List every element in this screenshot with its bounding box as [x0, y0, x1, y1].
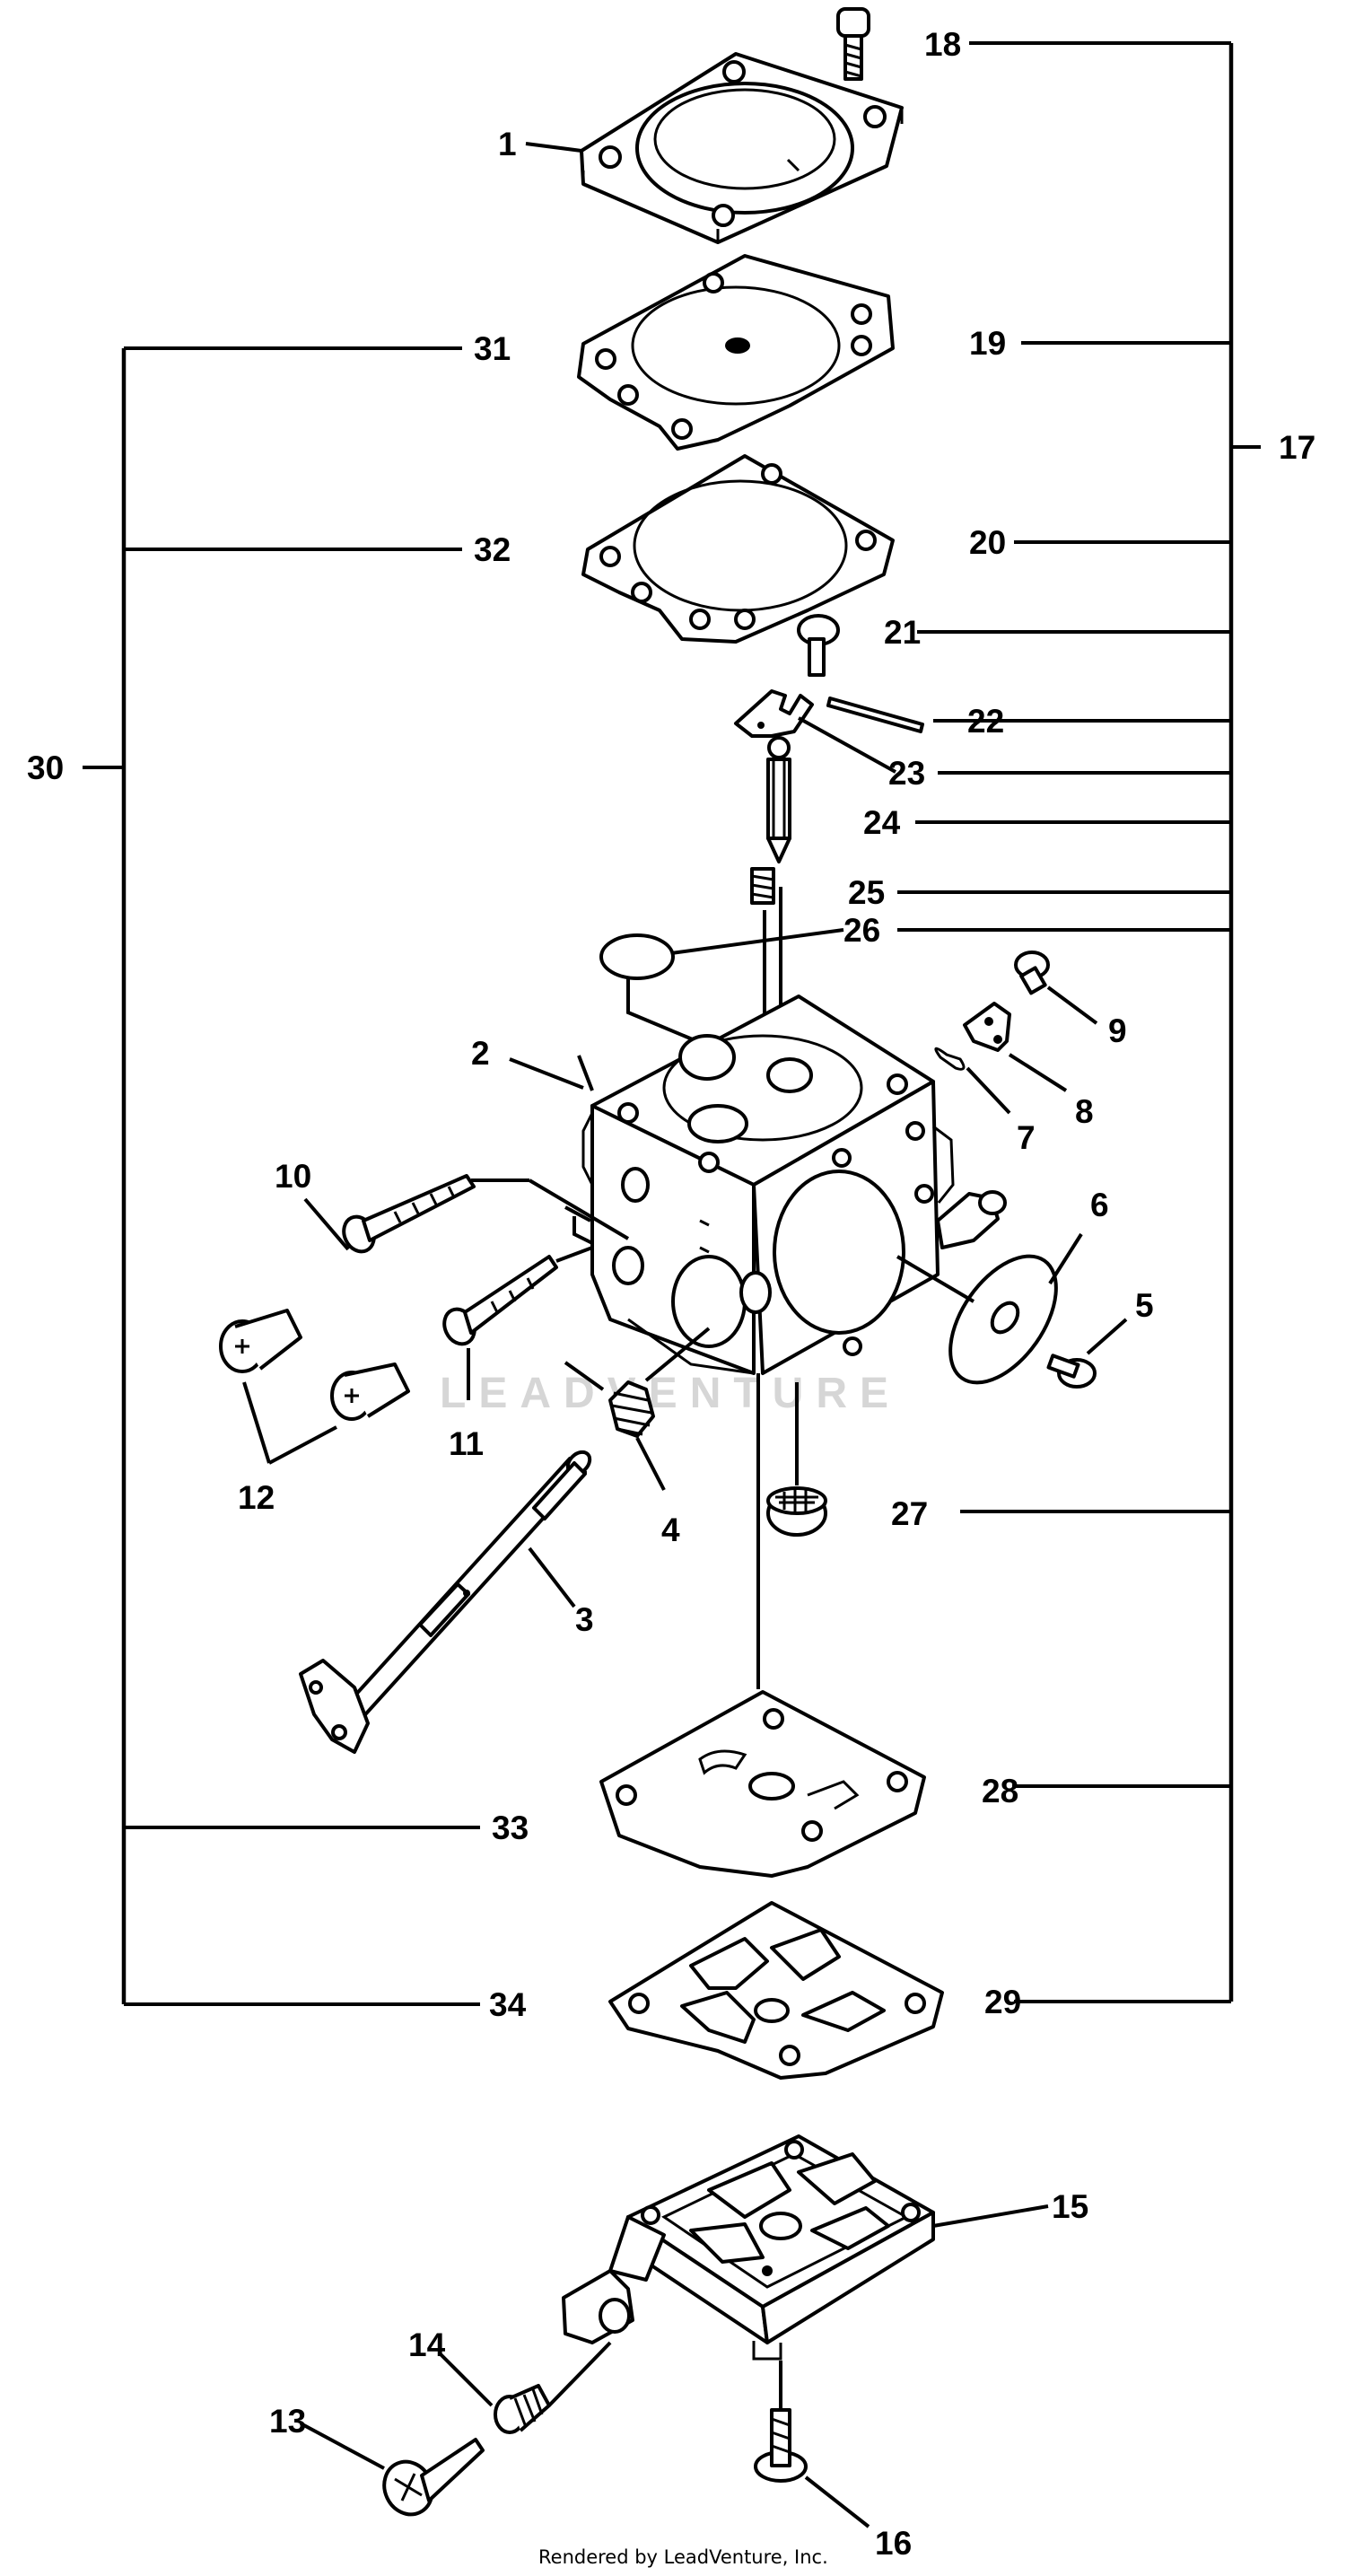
- part-10-needle: [342, 1174, 529, 1254]
- part-16-screw: [754, 2408, 808, 2483]
- bracket-17: [1228, 43, 1261, 2002]
- callout-33: 33: [492, 1809, 529, 1846]
- callout-15: 15: [1052, 2188, 1088, 2225]
- part-6-diaphragm-disc: [948, 1254, 1058, 1385]
- part-14-spring: [494, 2384, 551, 2434]
- part-25-spring: [750, 867, 775, 905]
- callout-17: 17: [1279, 429, 1315, 466]
- part-2-carburetor-body: [581, 994, 1007, 1375]
- callout-6: 6: [1090, 1187, 1109, 1223]
- callout-19: 19: [969, 325, 1006, 362]
- callout-29: 29: [984, 1984, 1021, 2020]
- callout-34: 34: [489, 1986, 527, 2023]
- callout-26: 26: [843, 912, 880, 949]
- part-5-screw: [1046, 1354, 1097, 1389]
- part-23-lever: [734, 689, 814, 738]
- leader-lines-right: [897, 41, 1231, 2003]
- part-3-throttle-shaft: [299, 1450, 592, 1754]
- callout-13: 13: [269, 2403, 306, 2440]
- part-1-pump-cover: [580, 52, 904, 244]
- footer-credit: Rendered by LeadVenture, Inc.: [538, 2546, 828, 2568]
- callout-31: 31: [474, 330, 511, 367]
- callout-2: 2: [471, 1035, 490, 1072]
- callout-8: 8: [1075, 1093, 1094, 1130]
- callout-30: 30: [27, 749, 64, 786]
- callout-10: 10: [275, 1158, 311, 1195]
- callout-9: 9: [1108, 1012, 1127, 1049]
- callout-32: 32: [474, 531, 511, 568]
- callout-labels: 18 1 31 19 17 32 20 21 22 30 23 24 25 26…: [27, 26, 1315, 2562]
- callout-3: 3: [575, 1601, 594, 1638]
- callout-18: 18: [924, 26, 961, 63]
- part-28-metering-gasket: [599, 1690, 926, 1878]
- callout-20: 20: [969, 524, 1006, 561]
- callout-4: 4: [661, 1511, 680, 1548]
- callout-22: 22: [967, 703, 1004, 740]
- part-27-filter-screen: [766, 1486, 827, 1537]
- part-8-plate: [963, 1002, 1011, 1052]
- part-21-screw: [797, 614, 840, 677]
- callout-24: 24: [863, 804, 901, 841]
- callout-23: 23: [888, 755, 925, 792]
- part-12-limiter-caps: [219, 1309, 410, 1421]
- watermark: LEADVENTURE: [440, 1370, 901, 1417]
- callout-14: 14: [408, 2326, 446, 2363]
- part-13-screw: [382, 2438, 485, 2517]
- part-9-screw: [1014, 951, 1050, 995]
- part-18-screw: [836, 7, 870, 81]
- part-29-pump-gasket: [608, 1901, 944, 2080]
- callout-1: 1: [498, 126, 517, 162]
- leader-lines-left: [124, 346, 480, 2006]
- callout-28: 28: [982, 1773, 1018, 1809]
- callout-16: 16: [875, 2525, 912, 2562]
- callout-5: 5: [1135, 1287, 1154, 1324]
- part-15-pump-cover-assembly: [562, 2134, 935, 2361]
- part-20-pump-gasket: [581, 454, 895, 644]
- callout-21: 21: [884, 614, 921, 651]
- part-24-needle: [766, 736, 791, 863]
- part-19-pump-diaphragm: [577, 254, 895, 451]
- callout-7: 7: [1017, 1119, 1036, 1156]
- part-11-needle: [442, 1255, 558, 1346]
- callout-11: 11: [449, 1425, 484, 1462]
- part-22-pin: [826, 697, 924, 733]
- callout-25: 25: [848, 874, 885, 911]
- callout-12: 12: [238, 1479, 275, 1516]
- part-7-clip: [934, 1047, 966, 1071]
- callout-27: 27: [891, 1495, 928, 1532]
- part-4-spring: [608, 1380, 655, 1438]
- bracket-30: [83, 348, 127, 2004]
